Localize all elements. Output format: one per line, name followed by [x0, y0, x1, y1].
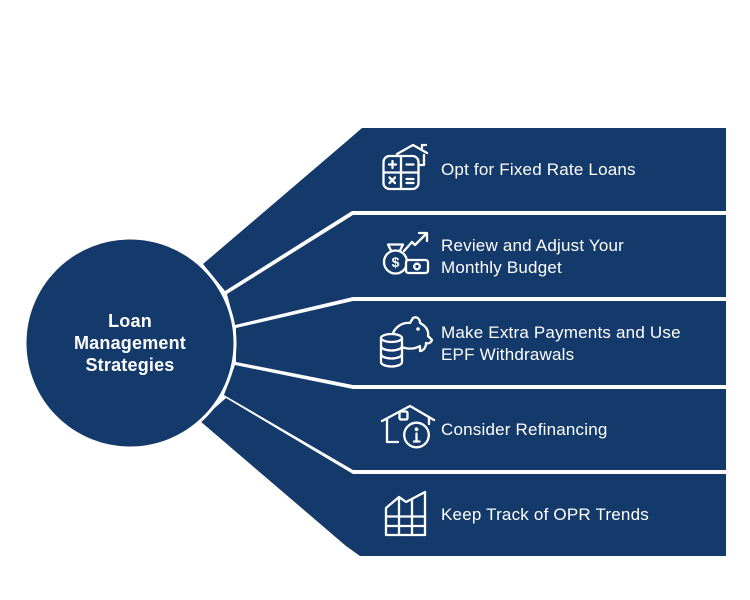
connector-band-1 — [203, 128, 726, 291]
band-1-label: Opt for Fixed Rate Loans — [441, 159, 727, 181]
banknote-shape — [404, 258, 430, 275]
trend-grid-shape — [384, 490, 427, 537]
coin-stack-shape — [379, 332, 404, 368]
piggy-bank-shape — [390, 316, 434, 353]
hub-title-line: Strategies — [85, 355, 175, 375]
opr-trends-chart-icon — [384, 490, 427, 537]
band-4-label: Consider Refinancing — [441, 419, 727, 441]
band-1-line: Opt for Fixed Rate Loans — [441, 160, 636, 179]
band-3-line: EPF Withdrawals — [441, 344, 575, 364]
calculator-shape — [382, 154, 420, 191]
house-calculator-icon — [382, 143, 429, 191]
house-refinance-info-icon — [380, 404, 436, 449]
money-bag-growth-icon: $ — [382, 231, 430, 275]
money-bag-shape: $ — [382, 243, 409, 275]
house-shape — [380, 404, 436, 444]
band-2-line: Monthly Budget — [441, 258, 562, 277]
hub-title: Loan Management Strategies — [30, 310, 230, 376]
band-2-label: Review and Adjust Your Monthly Budget — [441, 235, 727, 279]
band-3-line: Make Extra Payments and Use — [441, 322, 681, 342]
piggy-bank-coins-icon — [379, 316, 434, 368]
hub-circle — [23, 236, 237, 450]
growth-arrow-shape — [402, 231, 429, 253]
connector-band-5 — [200, 398, 726, 556]
band-5-line: Keep Track of OPR Trends — [441, 505, 649, 524]
hub-title-line: Management — [73, 333, 187, 353]
connector-band-3 — [236, 301, 726, 385]
band-3-label: Make Extra Payments and Use EPF Withdraw… — [441, 322, 727, 366]
connector-band-2 — [227, 215, 726, 325]
band-5-label: Keep Track of OPR Trends — [441, 504, 727, 526]
hub-title-line: Loan — [108, 311, 152, 331]
dollar-sign-glyph: $ — [392, 254, 400, 270]
info-circle-shape — [403, 421, 430, 449]
connector-band-4 — [224, 365, 726, 470]
band-2-line: Review and Adjust Your — [441, 236, 625, 255]
band-4-line: Consider Refinancing — [441, 419, 608, 439]
